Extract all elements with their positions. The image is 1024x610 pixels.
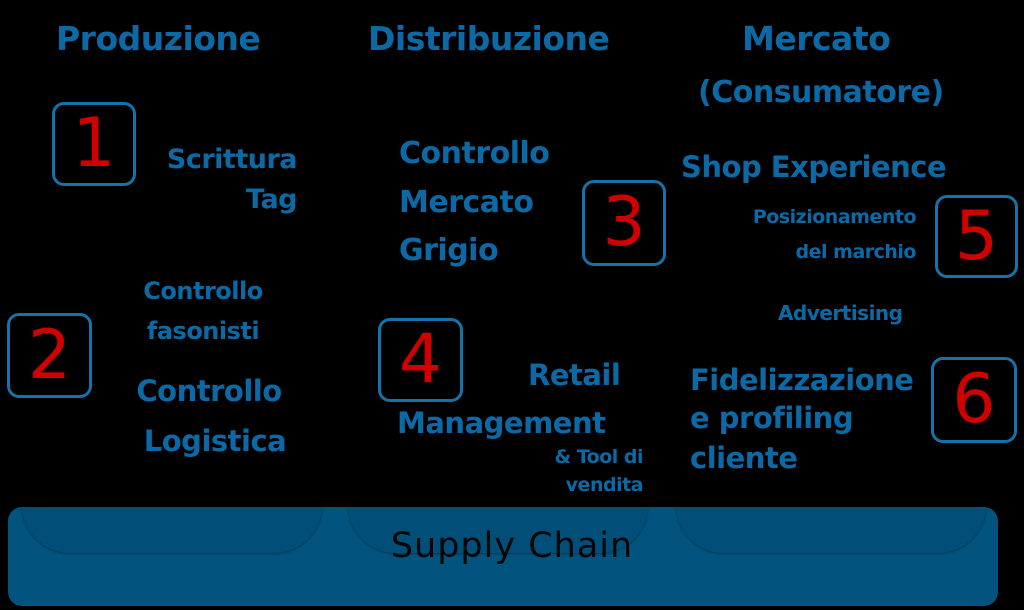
bar-lobe-left: [22, 507, 322, 553]
step-4-text-line3: & Tool di: [554, 446, 644, 468]
step-3-text-line2: Mercato: [399, 185, 534, 220]
bar-lobe-middle: [348, 507, 648, 553]
step-1-text-line2: Tag: [246, 184, 297, 215]
step-1-text-line1: Scrittura: [166, 144, 298, 175]
step-4-text-line4: vendita: [565, 474, 644, 496]
step-6-badge: 6: [931, 357, 1017, 443]
step-4-text-line1: Retail: [528, 358, 621, 392]
step-3-text-line1: Controllo: [399, 136, 550, 171]
supply-chain-bar: [8, 507, 998, 606]
column-header-mercato: Mercato: [742, 19, 891, 58]
step-3-text-line3: Grigio: [399, 233, 499, 268]
bar-lobe-right: [676, 507, 986, 553]
step-1-badge: 1: [52, 102, 136, 186]
step-5-text-line3: del marchio: [795, 241, 917, 263]
step-5-text-line1: Shop Experience: [681, 150, 947, 184]
step-5-badge: 5: [935, 195, 1018, 278]
step-2-text-line3: Controllo: [136, 374, 282, 408]
step-4-badge: 4: [378, 318, 463, 402]
step-5-text-line4: Advertising: [778, 301, 903, 325]
step-6-text-line3: cliente: [690, 441, 798, 475]
step-4-text-line2: Management: [397, 406, 606, 440]
column-header-produzione: Produzione: [56, 19, 261, 58]
column-subheader-consumatore: (Consumatore): [698, 75, 944, 110]
supply-chain-label: Supply Chain: [390, 526, 634, 566]
step-3-badge: 3: [582, 180, 666, 266]
step-2-text-line2: fasonisti: [146, 317, 260, 345]
step-2-text-line1: Controllo: [143, 277, 263, 305]
step-2-badge: 2: [7, 313, 92, 398]
column-header-distribuzione: Distribuzione: [368, 19, 610, 58]
step-6-text-line1: Fidelizzazione: [690, 363, 914, 397]
step-5-text-line2: Posizionamento: [752, 206, 917, 228]
step-2-text-line4: Logistica: [143, 424, 287, 458]
step-6-text-line2: e profiling: [690, 401, 854, 435]
